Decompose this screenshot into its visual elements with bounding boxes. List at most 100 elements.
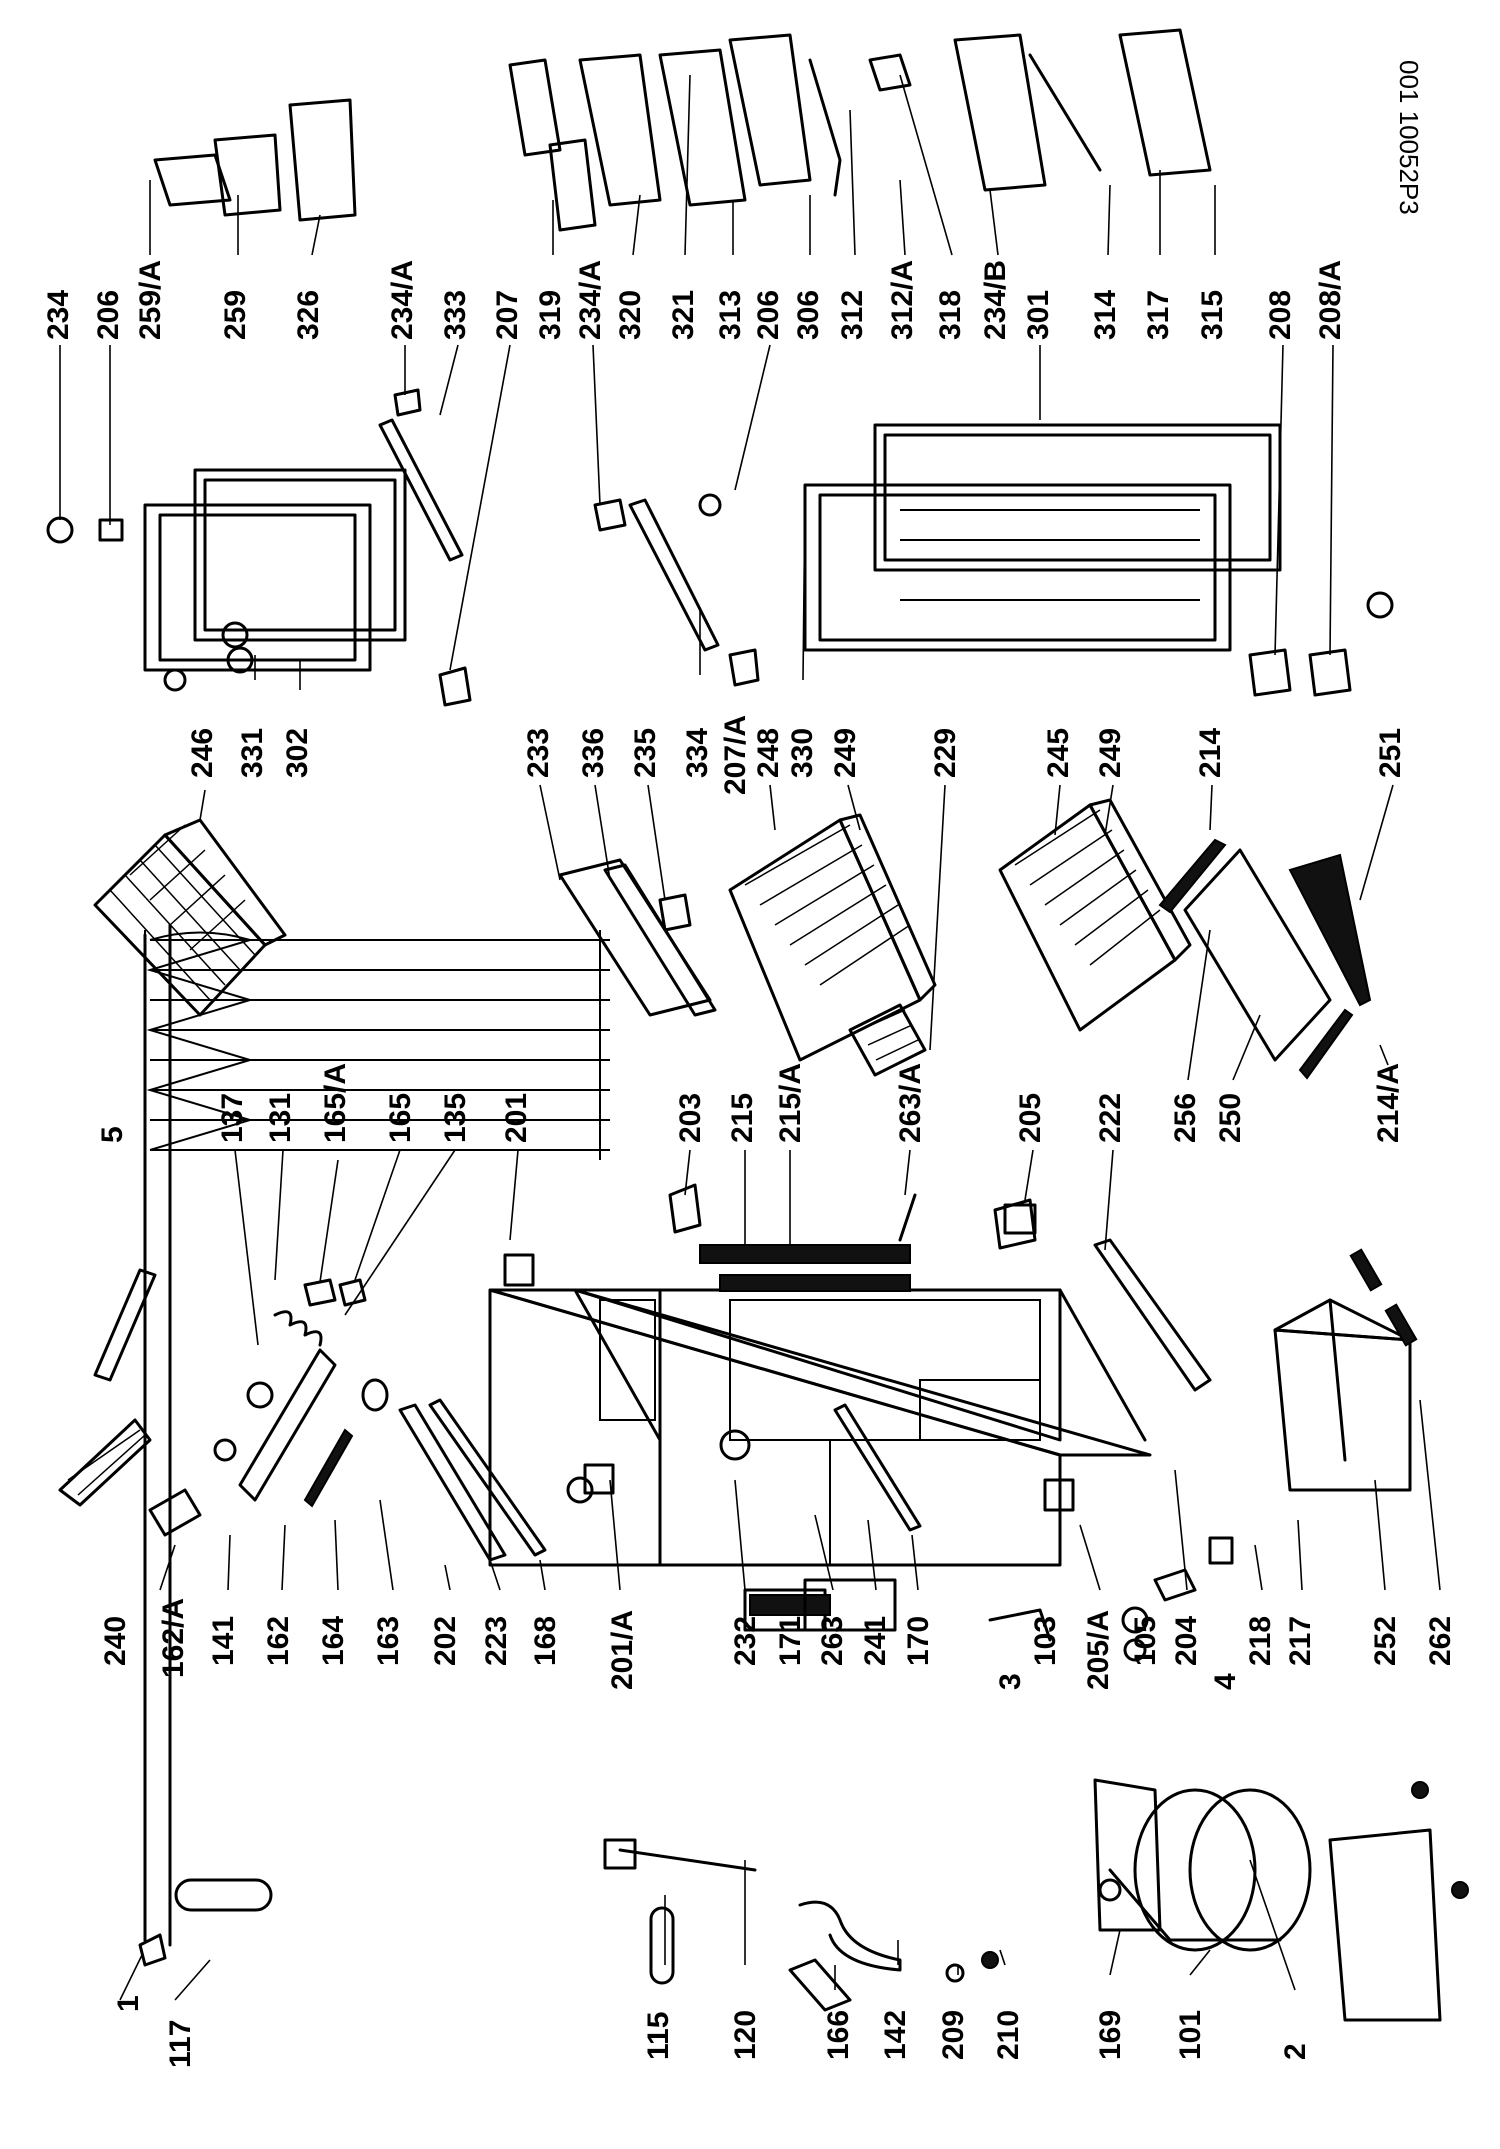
top-hardware [46,388,760,707]
label-1: 1 [112,1995,145,2012]
label-229: 229 [929,728,962,778]
condenser-117 [143,923,610,1947]
label-141: 141 [207,1616,240,1666]
label-205a: 205/A [1082,1610,1115,1690]
label-246: 246 [186,728,219,778]
label-215a: 215/A [774,1063,807,1143]
label-334: 334 [681,728,714,778]
label-241: 241 [859,1616,892,1666]
label-group-left: 1 117 240 162/A 141 162 164 163 202 223 … [99,1598,1457,2068]
label-314: 314 [1089,290,1122,340]
label-223: 223 [480,1616,513,1666]
label-164: 164 [317,1616,350,1666]
label-306: 306 [792,290,825,340]
label-312a: 312/A [886,260,919,340]
label-group-bottom: 115 120 166 142 209 210 169 101 2 [642,2010,1312,2060]
label-263: 263 [816,1616,849,1666]
label-235: 235 [629,728,662,778]
strip-334 [628,498,720,652]
label-249: 249 [829,728,862,778]
thermostat-group [148,1278,389,1537]
label-263a: 263/A [894,1063,927,1143]
label-207a: 207/A [719,715,752,795]
label-206b: 206 [752,290,785,340]
label-250: 250 [1214,1093,1247,1143]
label-336: 336 [577,728,610,778]
label-210: 210 [992,2010,1025,2060]
label-256: 256 [1169,1093,1202,1143]
label-321: 321 [667,290,700,340]
leader-lines [59,74,1441,2001]
label-207: 207 [491,290,524,340]
label-234: 234 [42,290,75,340]
label-320: 320 [614,290,647,340]
label-group-upper-middle: 246 331 302 233 336 235 334 207/A 248 33… [186,715,1407,795]
label-259: 259 [219,290,252,340]
freezer-door [143,468,407,692]
label-166: 166 [822,2010,855,2060]
label-101: 101 [1174,2010,1207,2060]
label-115: 115 [642,2012,675,2060]
label-group-top: 234 206 259/A 259 326 234/A 333 207 319 … [42,260,1347,340]
label-163: 163 [372,1616,405,1666]
label-165a: 165/A [319,1063,352,1143]
label-3: 3 [994,1673,1027,1690]
tray-169 [1093,1778,1162,1932]
compressor-101 [1108,1788,1312,1952]
label-317: 317 [1142,290,1175,340]
strip-333 [378,418,464,562]
label-120: 120 [729,2010,762,2060]
clip-1 [138,1933,167,1967]
label-202: 202 [429,1616,462,1666]
strip-5 [93,1268,157,1382]
label-234b: 234/B [979,260,1012,340]
label-249b: 249 [1094,728,1127,778]
label-301: 301 [1022,290,1055,340]
label-4: 4 [1209,1673,1242,1690]
label-135: 135 [439,1093,472,1143]
label-group-middle: 5 137 131 165/A 165 135 201 203 215 215/… [96,1063,1405,1143]
label-234a: 234/A [386,260,419,340]
shelf-245 [998,798,1192,1032]
ice-tray-240 [58,1418,152,1507]
label-259a: 259/A [134,260,167,340]
label-169: 169 [1094,2010,1127,2060]
label-162: 162 [262,1616,295,1666]
label-208: 208 [1264,290,1297,340]
label-2: 2 [1279,2043,1312,2060]
label-319: 319 [534,290,567,340]
label-206: 206 [92,290,125,340]
label-302: 302 [281,728,314,778]
label-251: 251 [1374,728,1407,778]
label-240: 240 [99,1616,132,1666]
label-142: 142 [879,2010,912,2060]
label-313: 313 [714,290,747,340]
label-318: 318 [934,290,967,340]
label-234a2: 234/A [574,260,607,340]
label-217: 217 [1284,1616,1317,1666]
parts-left-lower [603,1536,1234,2012]
label-330: 330 [786,728,819,778]
label-233: 233 [522,728,555,778]
label-315: 315 [1196,290,1229,340]
label-204: 204 [1170,1616,1203,1666]
hinge-set-middle [668,1183,1037,1292]
label-170: 170 [902,1616,935,1666]
label-201: 201 [500,1093,533,1143]
base-plate-2 [1328,1781,1469,2022]
label-171: 171 [774,1616,807,1666]
drawing-code: 001 10052P3 [1394,60,1424,215]
label-131: 131 [264,1093,297,1143]
strip-222 [1093,1238,1212,1392]
label-214a: 214/A [1372,1063,1405,1143]
label-262: 262 [1424,1616,1457,1666]
shelf-248 [728,813,937,1062]
label-168: 168 [529,1616,562,1666]
shelf-233-336 [558,858,717,1017]
label-5: 5 [96,1126,129,1143]
label-222: 222 [1094,1093,1127,1143]
label-248: 248 [752,728,785,778]
label-209: 209 [937,2010,970,2060]
crisper-252 [1273,1248,1418,1492]
